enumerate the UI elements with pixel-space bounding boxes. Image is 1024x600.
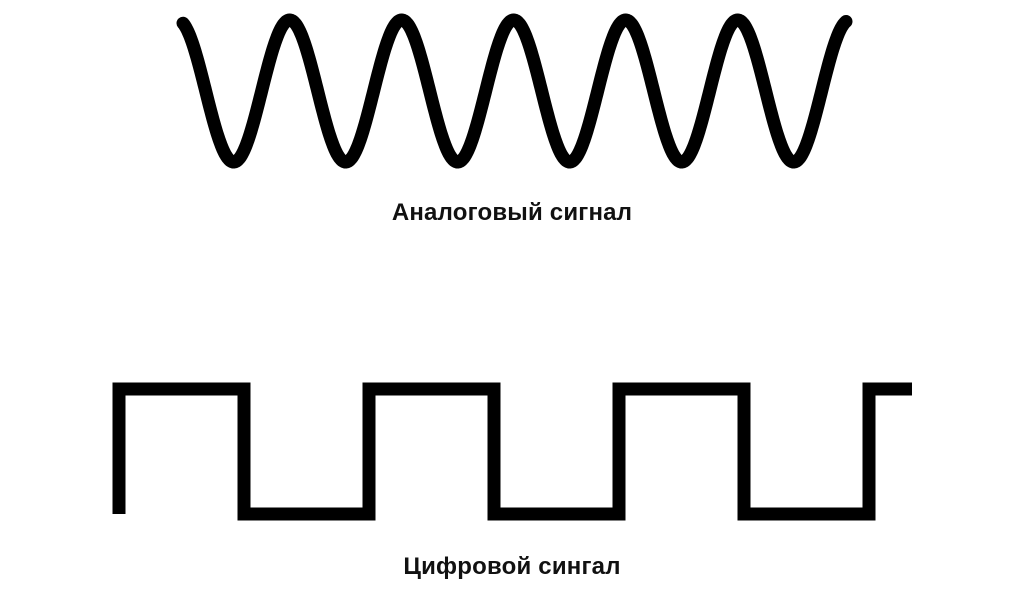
- digital-signal-caption: Цифровой сингал: [403, 553, 621, 580]
- digital-square-wave: [112, 382, 912, 521]
- analog-sine-wave: [176, 13, 853, 169]
- analog-signal-caption: Аналоговый сигнал: [391, 199, 633, 226]
